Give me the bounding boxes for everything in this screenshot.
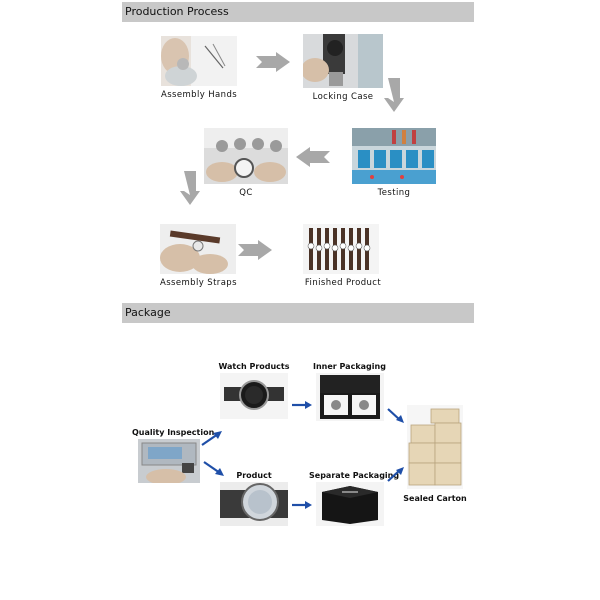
arrow-up-right-icon (201, 430, 223, 446)
arrow-right-icon (238, 240, 272, 260)
locking-case-photo (303, 34, 383, 88)
arrow-down-icon (384, 78, 404, 112)
arrow-down-right-icon (203, 461, 225, 477)
package-title: Package (125, 306, 171, 319)
separate-packaging-photo (316, 482, 384, 526)
inner-packaging-caption: Inner Packaging (313, 362, 386, 371)
assembly-straps-caption: Assembly Straps (160, 278, 237, 288)
arrow-up-right-icon (387, 466, 405, 482)
watch-products-caption: Watch Products (218, 362, 290, 371)
arrow-right-icon (292, 500, 312, 510)
finished-product-caption: Finished Product (304, 278, 382, 288)
quality-inspection-photo (138, 439, 200, 483)
production-process-title: Production Process (125, 5, 229, 18)
locking-case-caption: Locking Case (312, 92, 374, 102)
assembly-hands-caption: Assembly Hands (161, 90, 238, 100)
quality-inspection-caption: Quality Inspection (132, 428, 215, 437)
qc-caption: QC (239, 188, 253, 198)
qc-photo (204, 128, 288, 184)
sealed-carton-caption: Sealed Carton (403, 494, 467, 503)
separate-packaging-caption: Separate Packaging (309, 471, 400, 480)
package-header: Package (122, 303, 474, 323)
product-photo (220, 482, 288, 526)
inner-packaging-photo (316, 373, 384, 421)
assembly-hands-photo (161, 36, 237, 86)
testing-photo (352, 128, 436, 184)
arrow-down-right-icon (387, 408, 405, 424)
arrow-right-icon (256, 52, 290, 72)
arrow-right-icon (292, 400, 312, 410)
sealed-carton-photo (407, 405, 463, 489)
watch-products-photo (220, 373, 288, 419)
arrow-down-icon (180, 171, 200, 205)
finished-product-photo (303, 224, 379, 274)
testing-caption: Testing (377, 188, 411, 198)
product-caption: Product (236, 471, 272, 480)
assembly-straps-photo (160, 224, 236, 274)
production-process-header: Production Process (122, 2, 474, 22)
arrow-left-icon (296, 147, 330, 167)
